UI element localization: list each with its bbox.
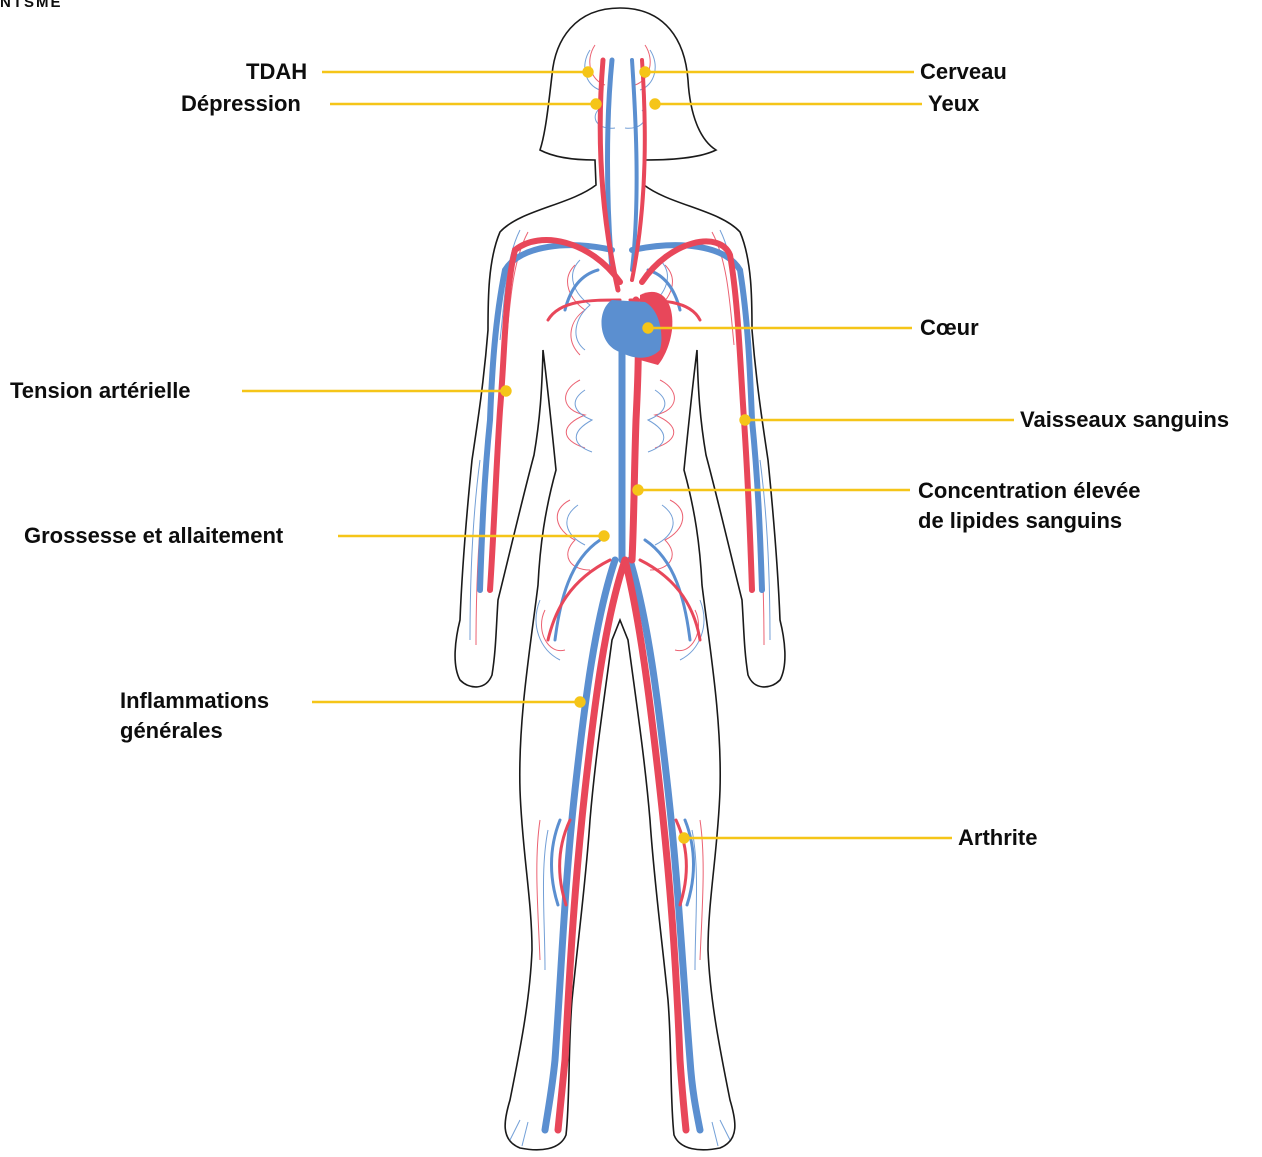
label-inflammations-line1: Inflammations <box>120 686 269 716</box>
label-tdah: TDAH <box>246 57 307 87</box>
label-lipides-sanguins: Concentration élevée de lipides sanguins <box>918 476 1141 536</box>
label-tension-arterielle: Tension artérielle <box>10 376 191 406</box>
label-depression: Dépression <box>181 89 301 119</box>
label-lipides-line2: de lipides sanguins <box>918 506 1141 536</box>
label-inflammations-generales: Inflammations générales <box>120 686 269 746</box>
label-arthrite: Arthrite <box>958 823 1037 853</box>
label-coeur: Cœur <box>920 313 979 343</box>
label-lipides-line1: Concentration élevée <box>918 476 1141 506</box>
label-vaisseaux-sanguins: Vaisseaux sanguins <box>1020 405 1229 435</box>
label-yeux: Yeux <box>928 89 979 119</box>
label-cerveau: Cerveau <box>920 57 1007 87</box>
label-inflammations-line2: générales <box>120 716 269 746</box>
label-grossesse-allaitement: Grossesse et allaitement <box>24 521 283 551</box>
